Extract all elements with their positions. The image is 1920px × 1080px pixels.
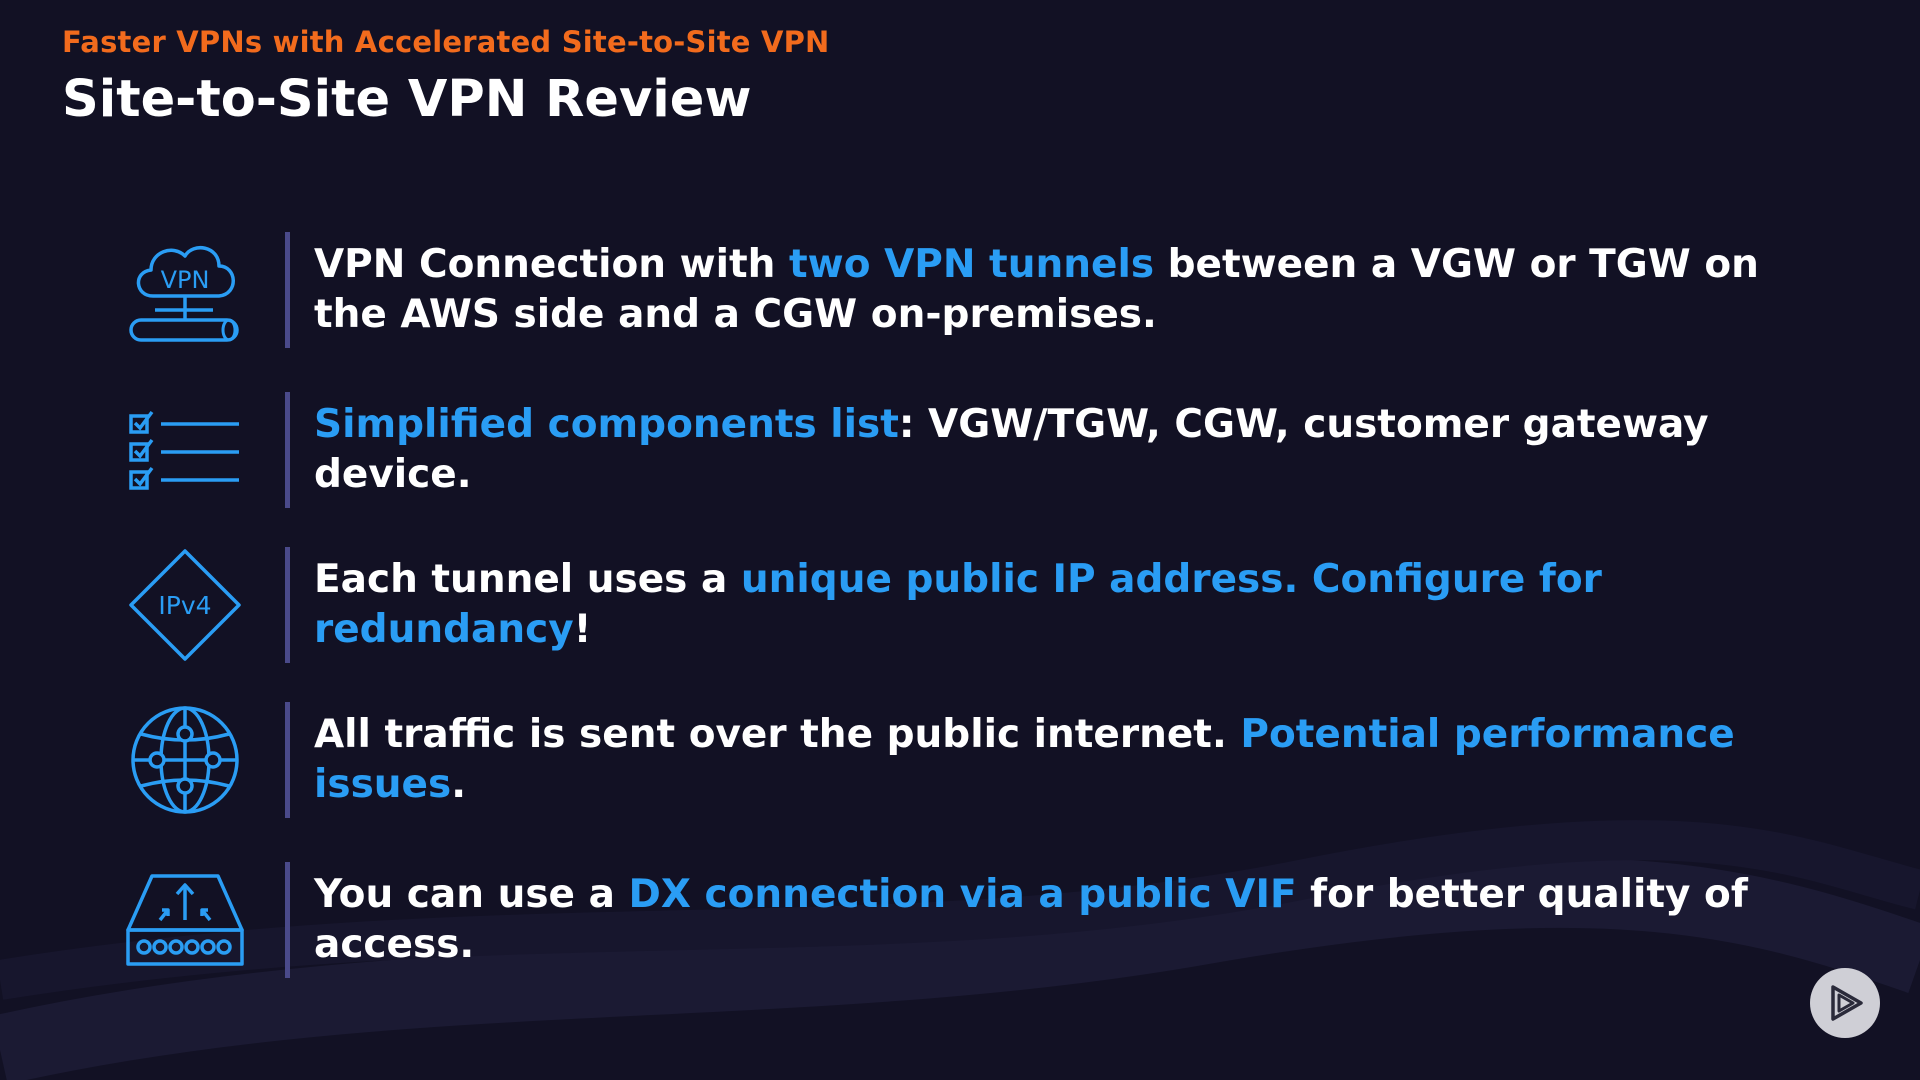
slide-title: Site-to-Site VPN Review [62, 70, 752, 129]
list-item: All traffic is sent over the public inte… [120, 700, 1840, 820]
item-text: Simplified components list: VGW/TGW, CGW… [314, 402, 1709, 497]
svg-text:IPv4: IPv4 [158, 591, 211, 620]
item-divider [285, 862, 290, 978]
item-divider [285, 232, 290, 348]
ipv4-icon: IPv4 [120, 545, 250, 665]
vpn-cloud-icon: VPN [120, 230, 250, 350]
checklist-icon [120, 390, 250, 510]
list-item: You can use a DX connection via a public… [120, 860, 1840, 980]
router-icon [120, 860, 250, 980]
item-text: You can use a DX connection via a public… [314, 872, 1748, 967]
item-divider [285, 392, 290, 508]
play-logo-icon [1831, 985, 1863, 1021]
list-item: IPv4 Each tunnel uses a unique public IP… [120, 545, 1840, 665]
svg-text:VPN: VPN [161, 266, 210, 294]
slide-subtitle: Faster VPNs with Accelerated Site-to-Sit… [62, 25, 830, 59]
item-text: Each tunnel uses a unique public IP addr… [314, 557, 1602, 652]
slide-header: Faster VPNs with Accelerated Site-to-Sit… [62, 22, 830, 134]
item-text: VPN Connection with two VPN tunnels betw… [314, 242, 1759, 337]
item-text: All traffic is sent over the public inte… [314, 712, 1735, 807]
list-item: VPN VPN Connection with two VPN tunnels … [120, 230, 1840, 350]
play-logo-button[interactable] [1810, 968, 1880, 1038]
globe-network-icon [120, 700, 250, 820]
item-divider [285, 547, 290, 663]
list-item: Simplified components list: VGW/TGW, CGW… [120, 390, 1840, 510]
item-divider [285, 702, 290, 818]
